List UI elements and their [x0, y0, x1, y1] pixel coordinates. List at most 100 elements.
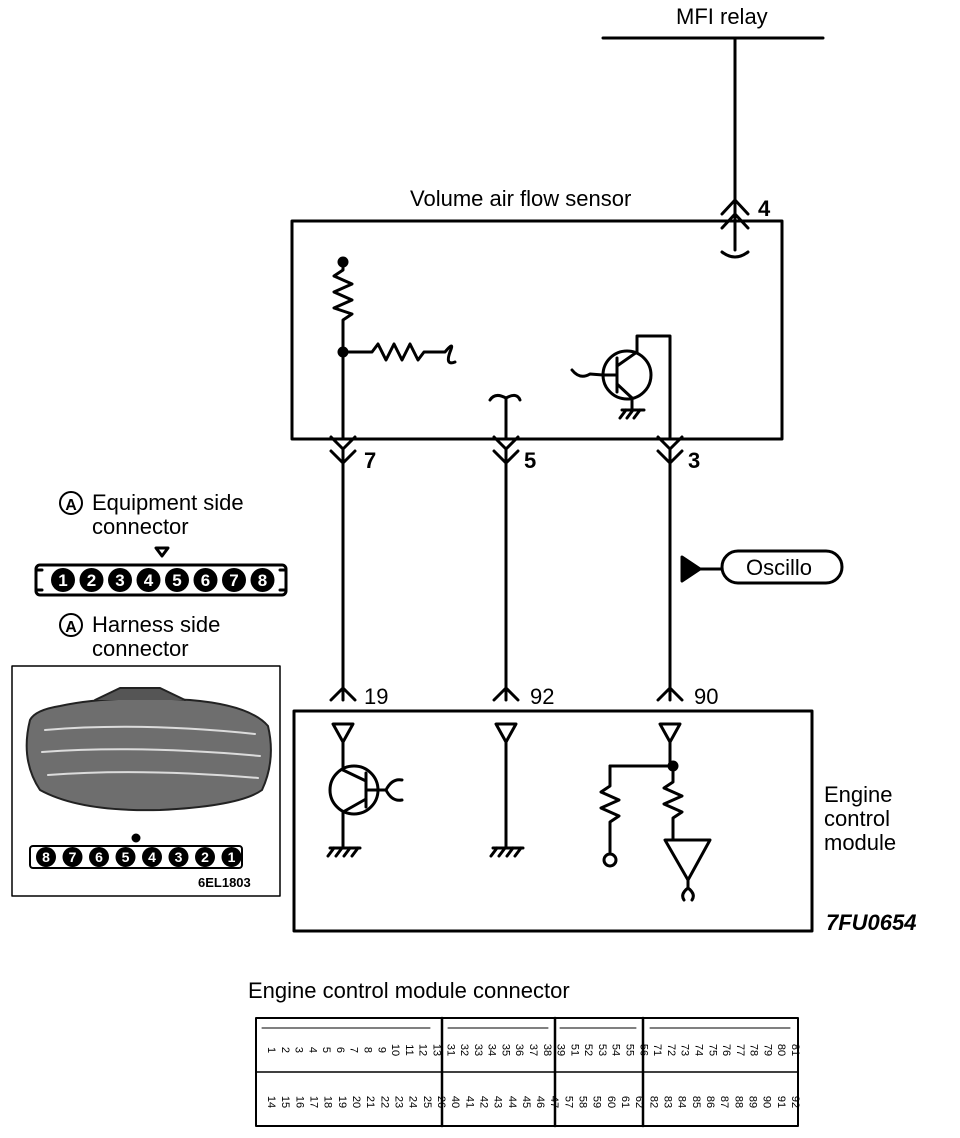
sensor-pin-3: 3 [688, 448, 701, 473]
ecm-input-buffer-19 [331, 722, 355, 744]
harness-pin-number: 3 [175, 849, 183, 865]
harness-pin-number: 4 [148, 849, 156, 865]
harness-pin-circle [221, 847, 242, 867]
ecm-connector-pin-number: 85 [690, 1096, 702, 1108]
relay-label: MFI relay [676, 4, 768, 29]
ecm-pin-92: 92 [530, 684, 555, 709]
oscillo-label: Oscillo [746, 555, 813, 580]
equipment-pin-number: 6 [201, 571, 210, 590]
ecm-connector-pin-number: 16 [293, 1096, 305, 1108]
ecm-connector-title: Engine control module connector [248, 978, 570, 1003]
harness-pin-number: 8 [42, 849, 50, 865]
ecm-connector-pin-number: 62 [633, 1096, 645, 1108]
ecm-connector-pin-number: 1 [265, 1047, 277, 1053]
ecm-connector-pin-number: 74 [692, 1044, 704, 1056]
oscillo-box [720, 549, 844, 585]
ecm-terminal [602, 852, 618, 868]
ecm-label-1: Engine [824, 782, 893, 807]
ecm-connector-pin-number: 91 [775, 1096, 787, 1108]
ecm-connector-pin-number: 35 [499, 1044, 511, 1056]
equipment-pin-number: 5 [172, 571, 181, 590]
ecm-connector-pin-number: 42 [477, 1096, 489, 1108]
equipment-key-triangle [154, 546, 170, 558]
harness-pin-number: 2 [201, 849, 209, 865]
equipment-pin-circle [79, 568, 104, 592]
harness-label-1: Harness side [92, 612, 221, 637]
ecm-connector-pin-number: 9 [375, 1047, 387, 1053]
ecm-connector-pin-number: 14 [265, 1096, 277, 1108]
ecm-connector-pin-number: 22 [378, 1096, 390, 1108]
harness-pin-number: 6 [95, 849, 103, 865]
ecm-connector-pin-number: 82 [647, 1096, 659, 1108]
ecm-connector-pin-number: 5 [320, 1047, 332, 1053]
ecm-ground-92 [489, 846, 525, 858]
ecm-connector-pin-number: 92 [789, 1096, 801, 1108]
equipment-pin-circle [136, 568, 161, 592]
equipment-pin-circle [51, 568, 75, 592]
ecm-connector-pin-number: 60 [605, 1096, 617, 1108]
ecm-connector-pin-number: 43 [492, 1096, 504, 1108]
ecm-connector-pin-number: 36 [513, 1044, 525, 1056]
harness-pin-circle [168, 847, 189, 867]
ecm-connector-pin-number: 83 [662, 1096, 674, 1108]
ecm-connector-pin-number: 41 [463, 1096, 475, 1108]
equipment-pin-number: 4 [144, 571, 154, 590]
ecm-connector-pin-number: 79 [761, 1044, 773, 1056]
harness-photo-frame [11, 665, 281, 897]
ecm-connector-pin-number: 51 [568, 1044, 580, 1056]
ecm-input-buffer-90 [658, 722, 682, 744]
ecm-connector-pin-number: 75 [706, 1044, 718, 1056]
equipment-pin-number: 3 [115, 571, 124, 590]
ecm-box [292, 709, 814, 933]
harness-pin-number: 1 [228, 849, 236, 865]
ecm-connector-pin-number: 2 [279, 1047, 291, 1053]
equipment-pin-number: 7 [229, 571, 238, 590]
sensor-ground [618, 408, 646, 420]
ecm-label-3: module [824, 830, 897, 855]
ecm-connector-pin-number: 55 [624, 1044, 636, 1056]
ecm-connector-pin-number: 78 [748, 1044, 760, 1056]
ecm-connector-pin-number: 38 [541, 1044, 553, 1056]
ecm-connector-pin-number: 34 [486, 1044, 498, 1056]
harness-pin-circle [62, 847, 83, 867]
pin4-connector [720, 198, 750, 259]
ecm-connector-pin-number: 11 [403, 1044, 415, 1055]
ecm-connector-pin-number: 7 [348, 1047, 360, 1053]
equipment-pin-number: 2 [87, 571, 96, 590]
harness-pin-circle [89, 847, 109, 867]
figure-code: 7FU0654 [826, 910, 917, 935]
ecm-connector-pin-number: 84 [676, 1096, 688, 1108]
ecm-connector-pin-number: 53 [596, 1044, 608, 1056]
harness-pin-group: 8 7 6 5 4 3 2 1 [36, 847, 242, 867]
ecm-connector-pin-number: 44 [506, 1096, 518, 1108]
oscillo-marker [680, 555, 702, 583]
ecm-connector-pin-number: 76 [720, 1044, 732, 1056]
ecm-resistor-left [599, 764, 621, 854]
ecm-resistor-right [662, 764, 684, 842]
ecm-connector-pin-number: 45 [520, 1096, 532, 1108]
ecm-connector-pin-number: 8 [362, 1047, 374, 1053]
ecm-connector-pin-number: 21 [364, 1096, 376, 1108]
equipment-label-2: connector [92, 514, 189, 539]
ecm-pin-19: 19 [364, 684, 389, 709]
ecm-connector-pin-number: 12 [417, 1044, 429, 1056]
ecm-connector-pin-number: 3 [293, 1047, 305, 1053]
harness-pin-number: 5 [122, 849, 130, 865]
ecm-connector-pin-number: 20 [350, 1096, 362, 1108]
pin19-connector [329, 686, 357, 702]
ecm-connector-pin-number: 23 [392, 1096, 404, 1108]
ecm-connector-pin-number: 31 [444, 1044, 456, 1056]
ecm-connector-pin-number: 13 [430, 1044, 442, 1056]
ecm-connector-pin-number: 25 [421, 1096, 433, 1108]
ecm-connector-pin-number: 4 [306, 1047, 318, 1053]
ecm-connector-pin-number: 47 [548, 1096, 560, 1108]
ecm-comparator [663, 838, 712, 882]
ecm-connector-pin-number: 56 [637, 1044, 649, 1056]
ecm-label-2: control [824, 806, 891, 831]
equipment-label-1: Equipment side [92, 490, 244, 515]
ecm-connector-pin-number: 18 [322, 1096, 334, 1108]
harness-pin-circle [115, 847, 136, 867]
ecm-connector-pin-number: 37 [527, 1044, 539, 1056]
harness-pin-number: 7 [69, 849, 77, 865]
